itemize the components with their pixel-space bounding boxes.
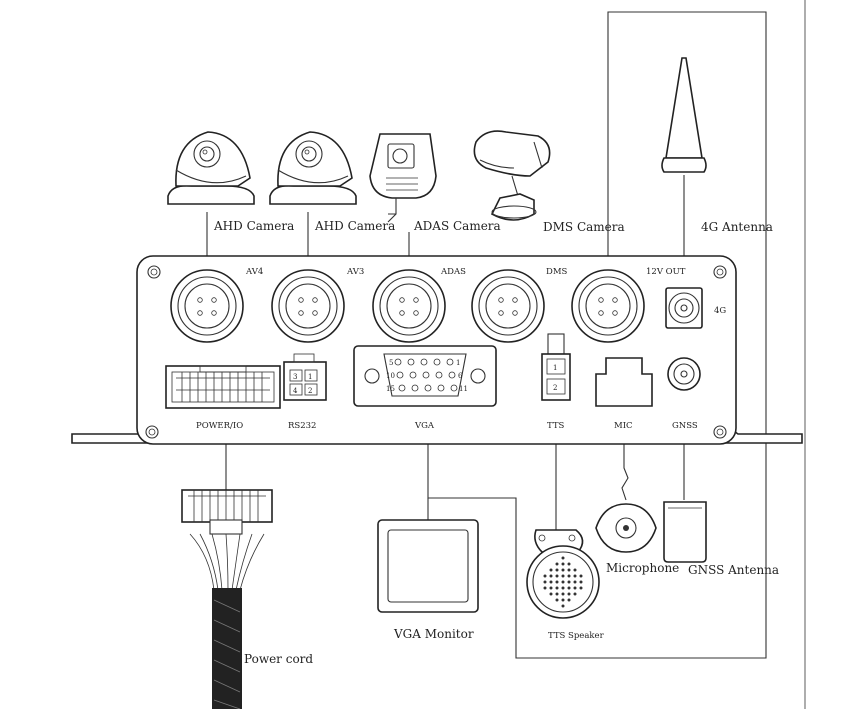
connector-rs232 bbox=[283, 353, 327, 401]
ahd-camera-2-drawing bbox=[269, 131, 357, 205]
vga-monitor-drawing bbox=[377, 519, 479, 613]
vga-pin-label: 6 bbox=[458, 372, 463, 380]
connector-av3 bbox=[271, 269, 345, 343]
screw-hole bbox=[713, 425, 727, 439]
connector-gnss bbox=[667, 357, 701, 391]
port-label-dms: DMS bbox=[546, 267, 568, 277]
vga-pin-label: 15 bbox=[386, 385, 395, 393]
connector-12v-out bbox=[571, 269, 645, 343]
port-label-av3: AV3 bbox=[346, 267, 364, 277]
label-adas-camera: ADAS Camera bbox=[413, 219, 501, 233]
connector-mic bbox=[595, 357, 653, 407]
rs232-pin-label: 1 bbox=[308, 373, 312, 381]
connector-av4 bbox=[170, 269, 244, 343]
vga-pin-label: 11 bbox=[459, 385, 468, 393]
adas-camera-drawing bbox=[369, 133, 437, 223]
tts-pin-label: 2 bbox=[553, 384, 557, 392]
port-label-gnss: GNSS bbox=[672, 421, 698, 431]
screw-hole bbox=[713, 265, 727, 279]
dms-camera-drawing bbox=[473, 130, 551, 221]
ahd-camera-1-drawing bbox=[167, 131, 255, 205]
tts-pin-label: 1 bbox=[553, 364, 557, 372]
label-tts-speaker: TTS Speaker bbox=[548, 631, 605, 641]
connector-vga bbox=[353, 345, 497, 407]
rs232-pin-label: 2 bbox=[308, 387, 312, 395]
port-label-4g: 4G bbox=[714, 306, 726, 316]
connector-4g bbox=[665, 287, 703, 329]
port-label-av4: AV4 bbox=[245, 267, 263, 277]
label-ahd-camera-1: AHD Camera bbox=[213, 219, 294, 233]
port-label-mic: MIC bbox=[614, 421, 633, 431]
antenna-4g-drawing bbox=[661, 57, 707, 173]
vga-pins bbox=[394, 358, 458, 392]
port-label-12v-out: 12V OUT bbox=[646, 267, 686, 277]
label-power-cord: Power cord bbox=[244, 652, 313, 666]
power-cord-drawing bbox=[181, 489, 273, 710]
label-vga-monitor: VGA Monitor bbox=[393, 627, 474, 641]
vga-pin-label: 1 bbox=[456, 359, 460, 367]
connector-power-io bbox=[165, 365, 281, 409]
pin-labels: 3 1 4 2 1 2 5 1 10 6 15 11 bbox=[293, 359, 557, 395]
label-4g-antenna: 4G Antenna bbox=[701, 220, 773, 234]
wires bbox=[206, 0, 806, 709]
rs232-pin-label: 3 bbox=[293, 373, 297, 381]
connector-adas bbox=[372, 269, 446, 343]
label-dms-camera: DMS Camera bbox=[543, 220, 625, 234]
wire-mic bbox=[621, 406, 629, 501]
speaker-grille bbox=[543, 556, 583, 608]
wire-12v-loop bbox=[427, 11, 767, 659]
tts-speaker-drawing bbox=[526, 529, 600, 619]
gnss-antenna-drawing bbox=[663, 501, 707, 563]
label-ahd-camera-2: AHD Camera bbox=[314, 219, 395, 233]
port-label-power-io: POWER/IO bbox=[196, 421, 243, 431]
port-label-vga: VGA bbox=[414, 421, 435, 431]
device-labels: AHD Camera AHD Camera ADAS Camera DMS Ca… bbox=[213, 219, 779, 666]
port-labels: AV4 AV3 ADAS DMS 12V OUT 4G POWER/IO RS2… bbox=[196, 267, 726, 431]
microphone-drawing bbox=[595, 503, 657, 553]
rs232-pin-label: 4 bbox=[293, 387, 298, 395]
vga-pin-label: 10 bbox=[386, 372, 395, 380]
connector-tts bbox=[541, 333, 571, 401]
label-microphone: Microphone bbox=[606, 561, 679, 575]
connector-dms bbox=[471, 269, 545, 343]
screw-hole bbox=[147, 265, 161, 279]
label-gnss-antenna: GNSS Antenna bbox=[688, 563, 779, 577]
screw-hole bbox=[145, 425, 159, 439]
vga-pin-label: 5 bbox=[389, 359, 393, 367]
port-label-rs232: RS232 bbox=[288, 421, 316, 431]
port-label-adas: ADAS bbox=[440, 267, 466, 277]
port-label-tts: TTS bbox=[547, 421, 564, 431]
